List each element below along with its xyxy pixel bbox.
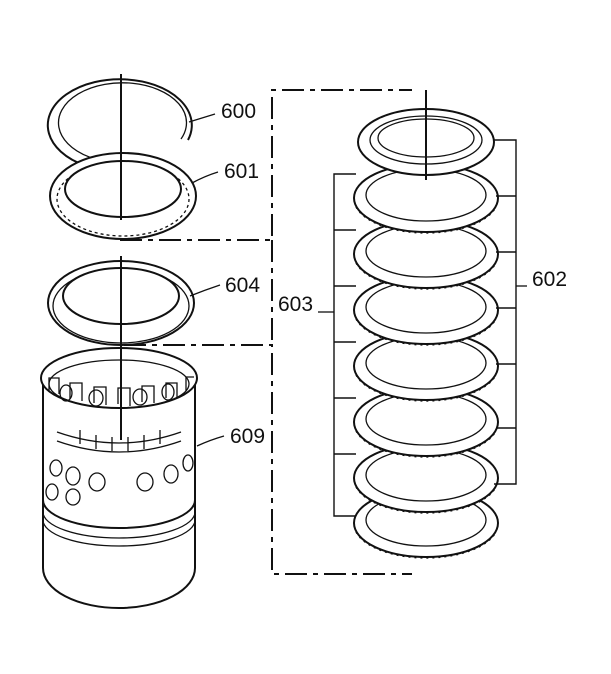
leader-609 <box>196 435 225 447</box>
callout-600: 600 <box>221 100 257 123</box>
pressure-plate-601 <box>49 152 197 240</box>
callout-604: 604 <box>225 274 261 297</box>
callout-603: 603 <box>278 293 314 316</box>
callout-609: 609 <box>230 425 266 448</box>
group-bracket <box>120 89 412 575</box>
clutch-drum-609 <box>40 347 198 609</box>
bracket-602 <box>494 139 517 485</box>
callout-602: 602 <box>532 268 568 291</box>
leader-600 <box>188 113 216 123</box>
leader-601 <box>191 171 219 184</box>
callout-601: 601 <box>224 160 260 183</box>
leader-604 <box>189 284 221 297</box>
bracket-603 <box>333 173 356 517</box>
